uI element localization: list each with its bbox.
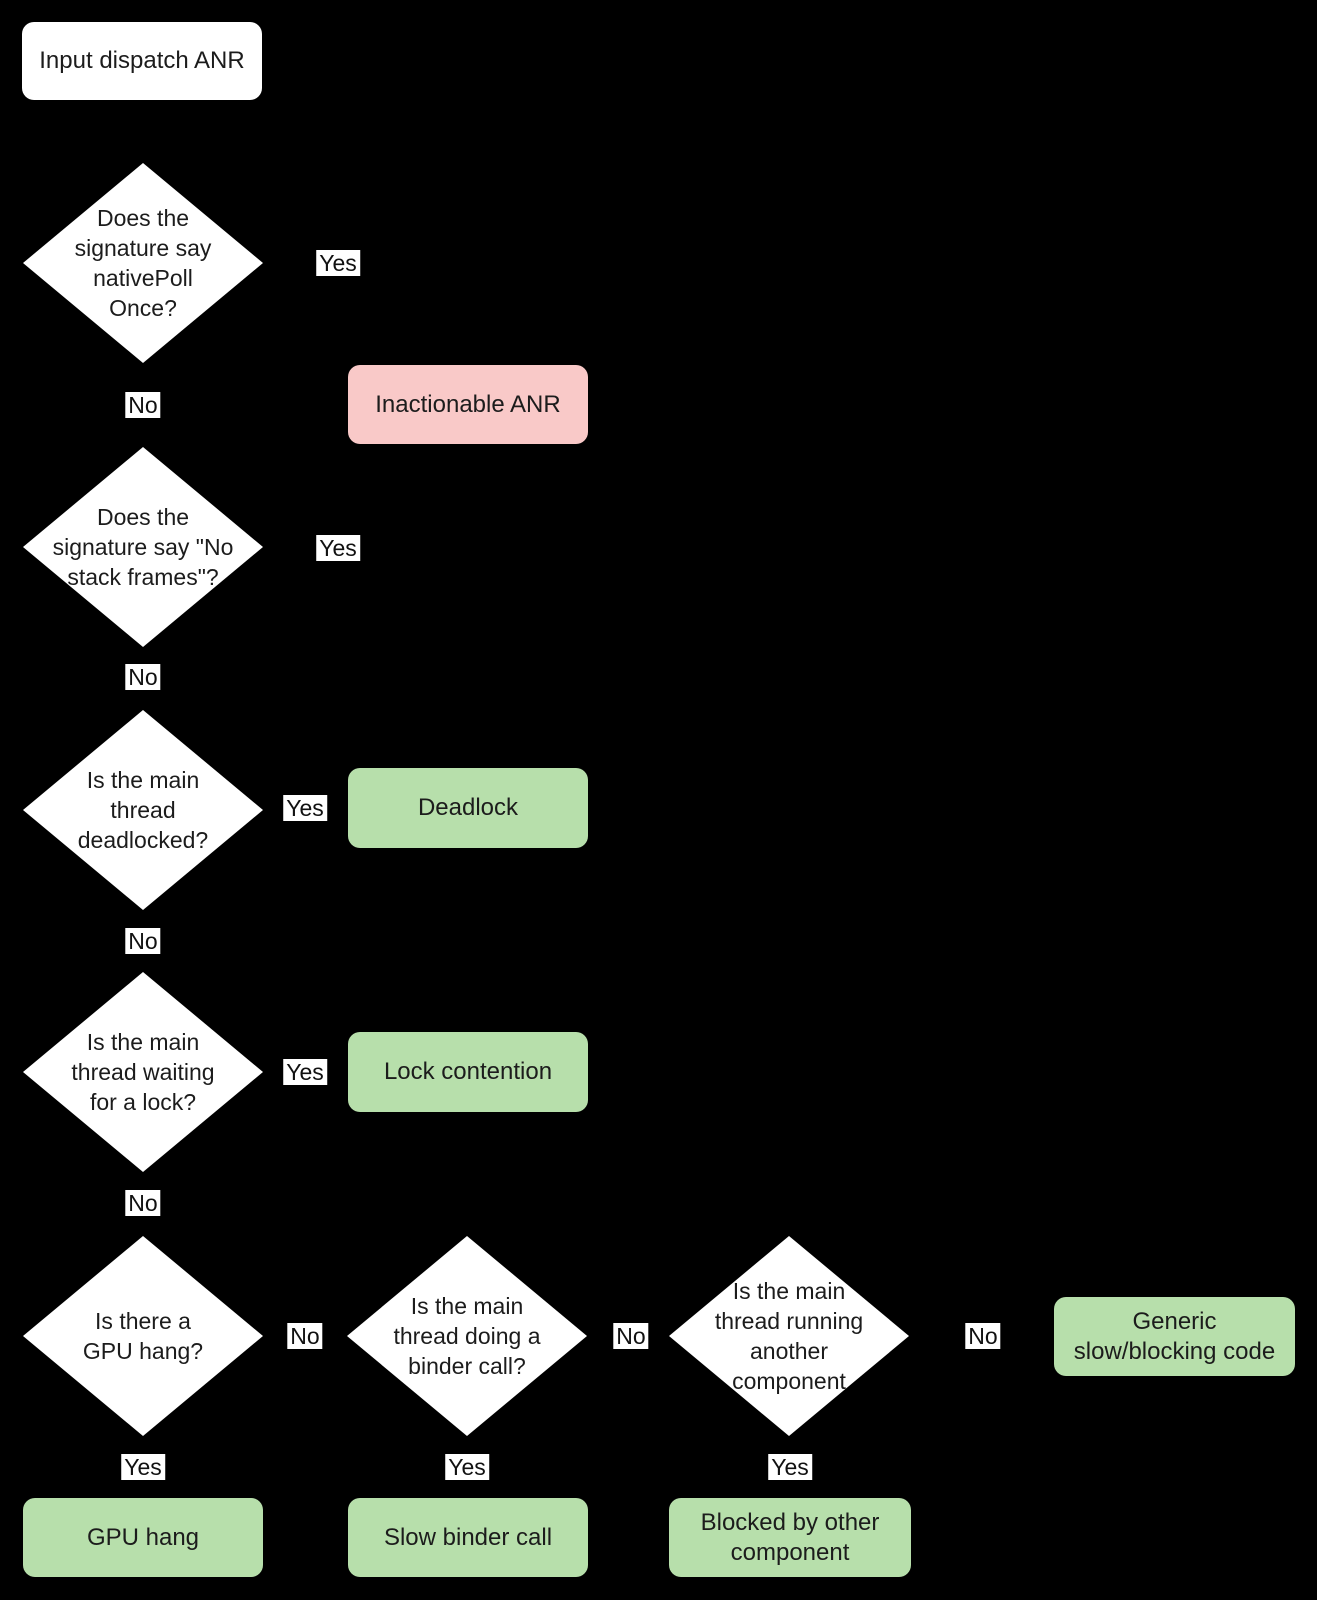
outcome-label: Blocked by other component (700, 1508, 880, 1566)
decision-label: Is the main thread doing a binder call? (393, 1293, 541, 1379)
edge-label-yes-7: Yes (768, 1454, 812, 1480)
outcome-label: Deadlock (417, 794, 519, 821)
outcome-gpu-hang: GPU hang (23, 1498, 263, 1577)
decision-main-thread-binder-call: Is the main thread doing a binder call? (347, 1236, 587, 1436)
edge-label-yes-4: Yes (283, 1059, 327, 1085)
edge-label-no-4: No (125, 1190, 161, 1216)
edge-label-yes-2: Yes (316, 535, 360, 561)
decision-label: Is the main thread waiting for a lock? (71, 1029, 215, 1115)
decision-label: Does the signature say nativePoll Once? (74, 205, 212, 321)
outcome-blocked-by-other-component: Blocked by other component (669, 1498, 911, 1577)
outcome-slow-binder-call: Slow binder call (348, 1498, 588, 1577)
decision-label: Is the main thread running another compo… (714, 1278, 864, 1394)
decision-signature-nativepollonce: Does the signature say nativePoll Once? (23, 163, 263, 363)
outcome-label: GPU hang (86, 1523, 200, 1551)
edge-label-no-5: No (287, 1323, 323, 1349)
edge-label-yes-5: Yes (121, 1454, 165, 1480)
outcome-label: Generic slow/blocking code (1073, 1307, 1276, 1365)
decision-label: Does the signature say "No stack frames"… (52, 504, 234, 590)
decision-label: Is there a GPU hang? (82, 1308, 204, 1364)
outcome-inactionable-anr: Inactionable ANR (348, 365, 588, 444)
outcome-generic-slow-blocking-code: Generic slow/blocking code (1054, 1297, 1295, 1376)
start-node-label: Input dispatch ANR (39, 47, 245, 74)
decision-signature-no-stack-frames: Does the signature say "No stack frames"… (23, 447, 263, 647)
outcome-label: Inactionable ANR (375, 390, 561, 418)
decision-main-thread-waiting-lock: Is the main thread waiting for a lock? (23, 972, 263, 1172)
edge-label-no-7: No (965, 1323, 1001, 1349)
decision-label: Is the main thread deadlocked? (77, 767, 209, 853)
decision-gpu-hang: Is there a GPU hang? (23, 1236, 263, 1436)
edge-label-no-6: No (613, 1323, 649, 1349)
edge-label-yes-1: Yes (316, 250, 360, 276)
decision-main-thread-deadlocked: Is the main thread deadlocked? (23, 710, 263, 910)
decision-main-thread-running-another-component: Is the main thread running another compo… (669, 1236, 909, 1436)
edge-label-no-3: No (125, 928, 161, 954)
start-node-input-dispatch-anr: Input dispatch ANR (22, 22, 262, 100)
edge-label-yes-6: Yes (445, 1454, 489, 1480)
outcome-lock-contention: Lock contention (348, 1032, 588, 1112)
outcome-deadlock: Deadlock (348, 768, 588, 848)
edge-label-yes-3: Yes (283, 795, 327, 821)
edge-label-no-1: No (125, 392, 161, 418)
outcome-label: Slow binder call (383, 1523, 553, 1551)
edge-label-no-2: No (125, 664, 161, 690)
outcome-label: Lock contention (383, 1058, 553, 1085)
